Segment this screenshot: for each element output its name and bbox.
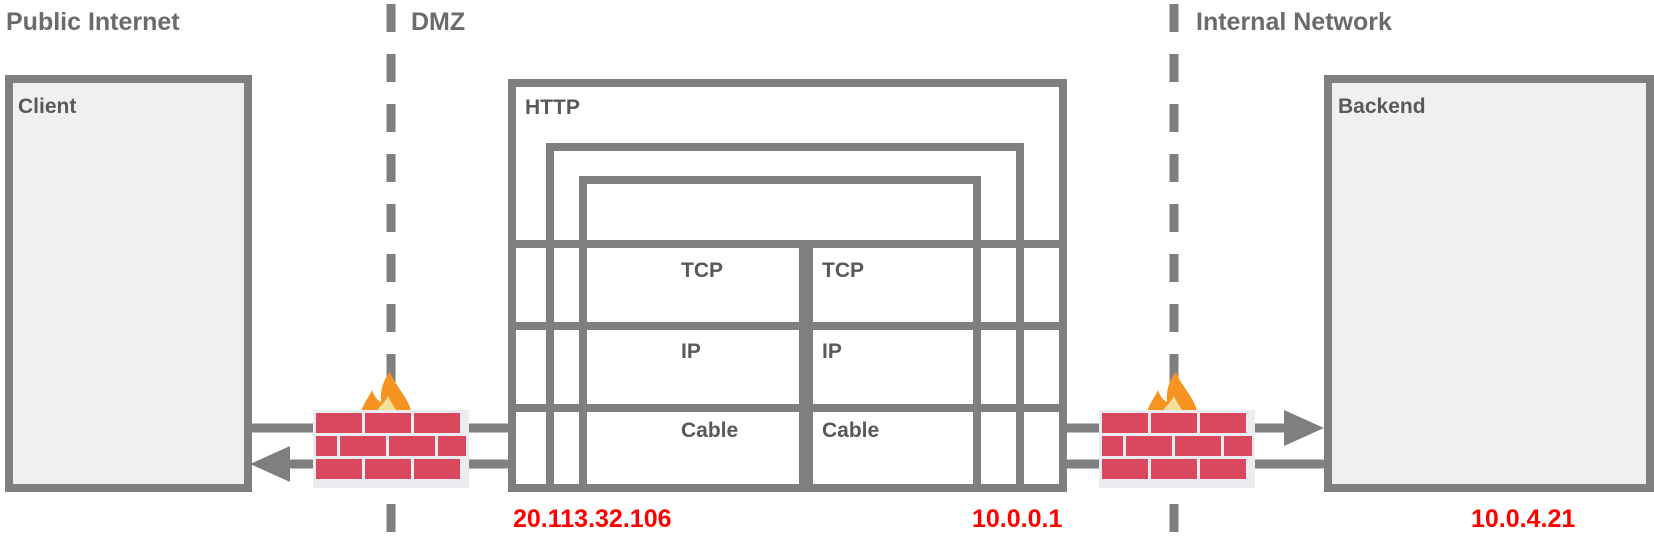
- backend-box[interactable]: [1324, 75, 1654, 492]
- stack-left-layers: TCP IP Cable: [508, 240, 807, 492]
- client-label: Client: [18, 95, 76, 118]
- ip-address-labels: 20.113.32.106 10.0.0.1 10.0.4.21: [513, 505, 1575, 533]
- host-backend[interactable]: Backend: [1324, 75, 1654, 492]
- flow-outbound-arrowhead: [250, 446, 290, 482]
- zone-title-public-internet: Public Internet: [6, 8, 180, 36]
- ip-label-backend: 10.0.4.21: [1471, 505, 1575, 533]
- stack-right-layers: TCP IP Cable: [805, 240, 1067, 492]
- http-label: HTTP: [525, 96, 580, 119]
- left-ip-label: IP: [681, 340, 701, 363]
- backend-label: Backend: [1338, 95, 1426, 118]
- left-cable-label: Cable: [681, 419, 738, 442]
- right-tcp-cell: [805, 240, 1067, 330]
- right-ip-cell: [805, 322, 1067, 412]
- flow-proxy-to-backend-arrowhead: [1284, 410, 1324, 446]
- zone-titles: Public Internet DMZ Internal Network: [6, 8, 1392, 36]
- left-cable-cell: [508, 404, 807, 492]
- zone-title-dmz: DMZ: [411, 8, 465, 36]
- right-cable-cell: [805, 404, 1067, 492]
- tcp-wrap-path: [546, 143, 1024, 488]
- right-tcp-label: TCP: [822, 259, 864, 282]
- left-tcp-cell: [508, 240, 807, 330]
- stack-tcp-wrap: [546, 143, 1024, 488]
- firewall-left[interactable]: [313, 372, 469, 488]
- stack-ip-wrap: [579, 176, 981, 488]
- ip-label-dmz-internal: 10.0.0.1: [972, 505, 1062, 533]
- zone-title-internal-network: Internal Network: [1196, 8, 1392, 36]
- host-client[interactable]: Client: [5, 75, 252, 492]
- client-box[interactable]: [5, 75, 252, 492]
- right-ip-label: IP: [822, 340, 842, 363]
- ip-wrap-path: [579, 176, 981, 488]
- right-cable-label: Cable: [822, 419, 879, 442]
- ip-label-dmz-public: 20.113.32.106: [513, 505, 672, 533]
- left-ip-cell: [508, 322, 807, 412]
- left-tcp-label: TCP: [681, 259, 723, 282]
- firewall-right[interactable]: [1099, 372, 1255, 488]
